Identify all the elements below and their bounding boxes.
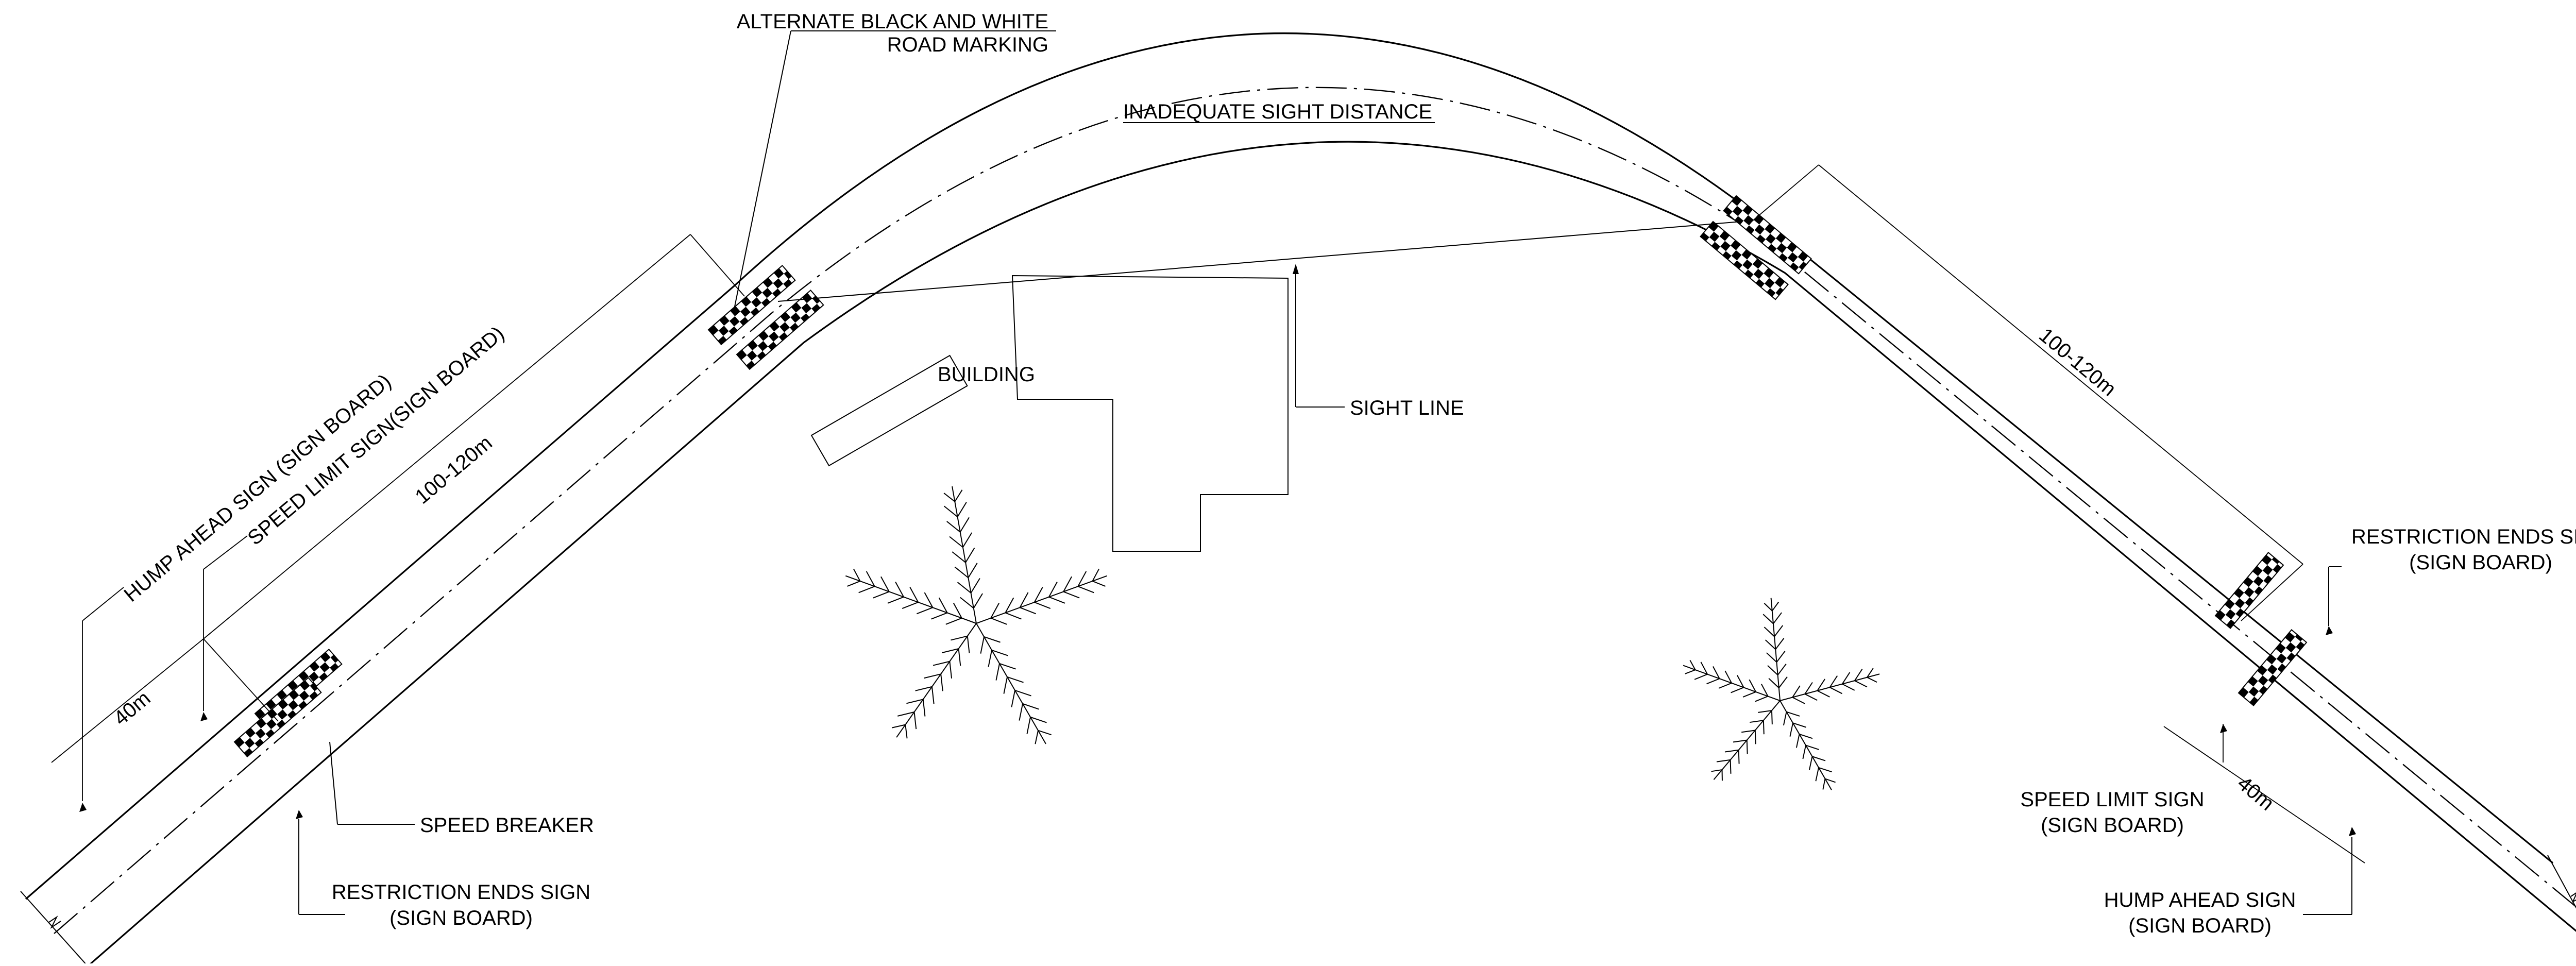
label-speed-limit-right-1: SPEED LIMIT SIGN: [2020, 788, 2204, 811]
speed-breaker-leader: [329, 741, 415, 825]
label-restriction-ends-left-2: (SIGN BOARD): [389, 907, 533, 929]
speed-breaker-marking-top-right: [1700, 195, 1812, 300]
label-restriction-ends-left-1: RESTRICTION ENDS SIGN: [332, 881, 590, 904]
speed-limit-right-sign-icon: [2220, 724, 2227, 733]
labels: ALTERNATE BLACK AND WHITE ROAD MARKING I…: [110, 10, 2576, 937]
left-sign-markers: [79, 712, 345, 915]
hump-ahead-left-sign-icon: [79, 803, 87, 812]
road-centre-line: [54, 87, 2576, 934]
right-sign-markers: [2220, 566, 2356, 915]
label-speed-limit-right-2: (SIGN BOARD): [2041, 814, 2184, 837]
label-dim-40-left: 40m: [110, 687, 155, 730]
label-dim-100-120-left: 100-120m: [411, 431, 497, 508]
road-outer-edge: [25, 32, 2554, 900]
road-marking-leader: [734, 30, 1056, 310]
label-hump-ahead-right-1: HUMP AHEAD SIGN: [2104, 889, 2296, 911]
building-outline: [810, 275, 1289, 552]
label-speed-breaker: SPEED BREAKER: [420, 814, 594, 837]
hump-ahead-right-sign-icon: [2349, 827, 2356, 836]
tree-left-icon: [845, 486, 1108, 744]
label-marking-line1: ALTERNATE BLACK AND WHITE: [737, 10, 1048, 33]
right-dimension-lines: [1751, 164, 2365, 863]
label-sight-line: SIGHT LINE: [1350, 397, 1464, 419]
label-inadequate-sight: INADEQUATE SIGHT DISTANCE: [1123, 100, 1432, 123]
left-dimension-lines: [51, 234, 745, 801]
restriction-ends-right-sign-icon: [2326, 626, 2333, 635]
speed-limit-left-sign-icon: [200, 712, 208, 721]
tree-right-icon: [1683, 598, 1880, 790]
label-hump-ahead-left: HUMP AHEAD SIGN (SIGN BOARD): [120, 370, 396, 606]
road-inner-edge: [87, 141, 2576, 966]
label-marking-line2: ROAD MARKING: [887, 33, 1048, 56]
speed-breaker-marking-left: [233, 648, 343, 758]
restriction-ends-left-sign-icon: [296, 810, 303, 819]
speed-breaker-marking-top-left: [707, 264, 824, 370]
label-dim-100-120-right: 100-120m: [2035, 324, 2120, 400]
label-hump-ahead-right-2: (SIGN BOARD): [2128, 914, 2272, 937]
road: [25, 32, 2576, 966]
label-restriction-ends-right-2: (SIGN BOARD): [2409, 551, 2552, 574]
break-marks: [20, 855, 2576, 966]
label-building: BUILDING: [938, 363, 1035, 386]
label-restriction-ends-right-1: RESTRICTION ENDS SIGN: [2351, 526, 2576, 548]
speed-breaker-marking-right: [2214, 552, 2308, 706]
sight-line: [777, 221, 1742, 408]
